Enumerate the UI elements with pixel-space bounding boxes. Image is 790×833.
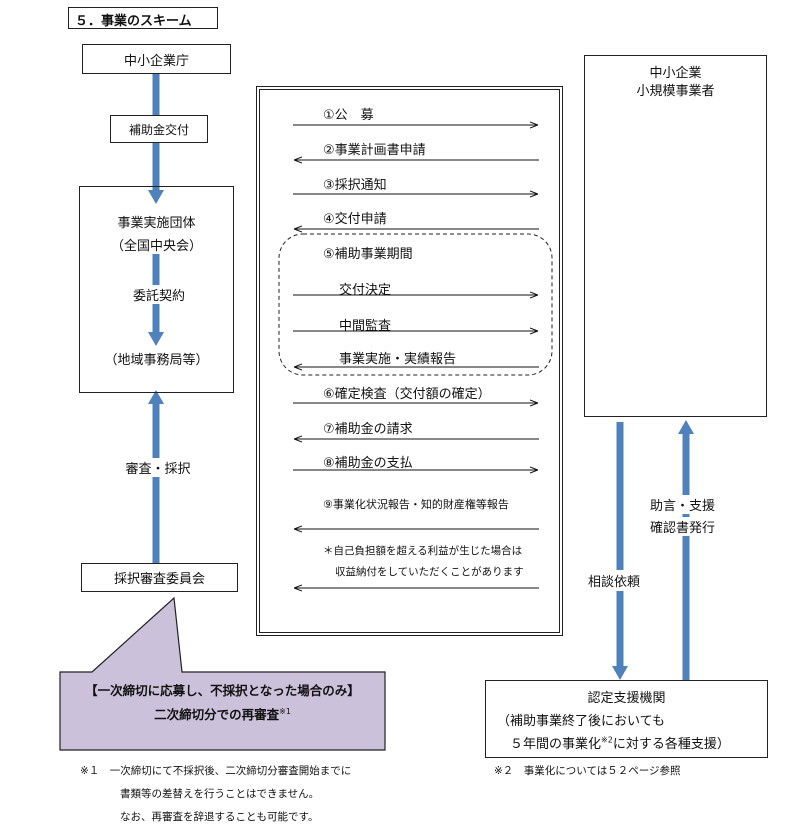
subsidy-grant-box: 補助金交付: [110, 115, 208, 143]
flow-arrows: [293, 125, 539, 588]
implementing-body-line2: （全国中央会）: [110, 239, 202, 254]
flow-step-12: ⑨事業化状況報告・知的財産権等報告: [323, 498, 509, 511]
sme-line1: 中小企業: [649, 66, 702, 81]
flow-step-3: ③採択通知: [323, 178, 387, 193]
note-left-1: ※１ 一次締切にて不採択後、二次締切分審査開始までに: [80, 765, 352, 777]
subsidy-grant-label: 補助金交付: [128, 122, 189, 137]
flow-step-10: ⑦補助金の請求: [323, 422, 413, 437]
advice-line1: 助言・支援: [650, 495, 716, 514]
flow-step-2: ②事業計画書申請: [323, 143, 426, 158]
callout-shape: [59, 596, 386, 751]
grant-arrowhead: [148, 190, 164, 204]
support-org-sup: ※2: [601, 735, 613, 745]
implementing-body-title: 事業実施団体: [79, 212, 234, 231]
sme-box: [584, 55, 767, 417]
callout-line2: 二次締切分での再審査※1: [60, 701, 385, 725]
profit-note-2: 収益納付をしていただくことがあります: [335, 566, 524, 578]
flow-step-1: ①公 募: [323, 108, 374, 123]
contract-arrowhead: [148, 332, 164, 346]
support-org-line1: 認定支援機関: [587, 691, 666, 706]
support-org-line3a: ５年間の事業化: [510, 737, 602, 752]
advice-line2: 確認書発行: [650, 517, 716, 536]
flow-step-7: 中間監査: [339, 319, 392, 334]
callout-text: 【一次締切に応募し、不採択となった場合のみ】 二次締切分での再審査※1: [60, 680, 385, 725]
review-arrowhead: [148, 390, 164, 404]
flow-frame-inner: [259, 89, 560, 633]
note-left-2: 書類等の差替えを行うことはできません。: [120, 788, 320, 800]
support-org-line3b: に対する各種支援）: [612, 737, 730, 752]
callout-line1: 【一次締切に応募し、不採択となった場合のみ】: [85, 683, 360, 698]
flow-step-9: ⑥確定検査（交付額の確定）: [323, 387, 491, 402]
review-label: 審査・採択: [112, 458, 204, 477]
regional-office-text: （地域事務局等）: [104, 353, 209, 368]
flow-step-4: ④交付申請: [323, 212, 387, 227]
profit-note-1: ＊自己負担額を超える利益が生じた場合は: [323, 545, 523, 557]
implementing-body-box: [79, 186, 234, 393]
support-org-line3: ５年間の事業化※2に対する各種支援）: [510, 733, 730, 752]
support-org-box: [485, 680, 768, 758]
flow-step-11: ⑧補助金の支払: [323, 456, 413, 471]
committee-label: 採択審査委員会: [113, 572, 205, 587]
support-org-line2: （補助事業終了後においても: [497, 714, 665, 729]
sme-line2: 小規模事業者: [636, 84, 715, 99]
contract-text: 委託契約: [132, 289, 185, 304]
implementing-body-sub: （全国中央会）: [79, 235, 234, 254]
flow-step-8: 事業実施・実績報告: [339, 352, 457, 367]
agency-box: 中小企業庁: [82, 44, 231, 74]
subsidy-period-group: [278, 233, 553, 376]
note-left-3: なお、再審査を辞退することも可能です。: [120, 811, 319, 823]
callout-sup: ※1: [279, 707, 291, 716]
advice-arrowhead: [678, 420, 694, 434]
consult-arrowhead: [612, 666, 628, 680]
flow-step-6: 交付決定: [339, 283, 392, 298]
flow-step-5: ⑤補助事業期間: [323, 247, 413, 262]
consult-label: 相談依頼: [588, 570, 641, 591]
contract-label: 委託契約: [110, 285, 208, 304]
section-title-text: ５．事業のスキーム: [75, 14, 192, 29]
section-title: ５．事業のスキーム: [68, 7, 218, 29]
agency-label: 中小企業庁: [123, 53, 189, 69]
implementing-body-line1: 事業実施団体: [117, 216, 196, 231]
callout-line2-text: 二次締切分での再審査: [154, 707, 280, 723]
review-text: 審査・採択: [125, 462, 191, 477]
flow-frame-outer: [256, 86, 563, 636]
note-right: ※２ 事業化については５２ページ参照: [494, 765, 681, 777]
committee-box: 採択審査委員会: [81, 563, 238, 592]
regional-office-label: （地域事務局等）: [79, 349, 234, 368]
